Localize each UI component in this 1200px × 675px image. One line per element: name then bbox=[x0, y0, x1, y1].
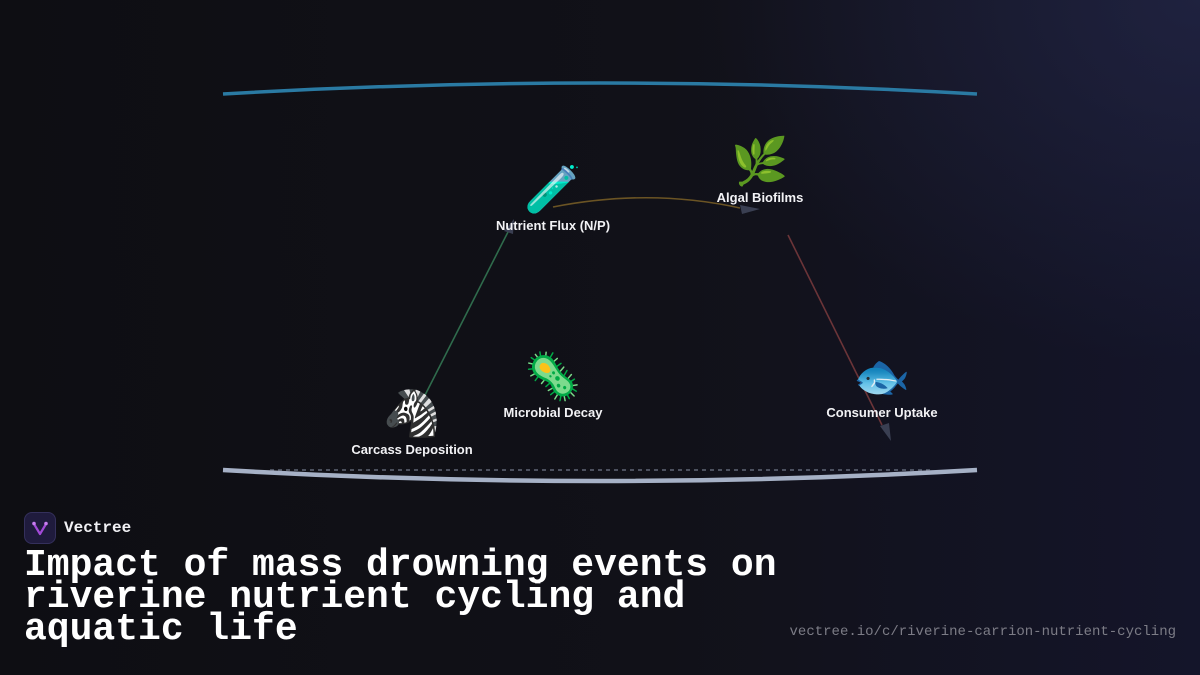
node-carcass-deposition: 🦓 Carcass Deposition bbox=[312, 386, 512, 457]
edge-algae-to-consumer bbox=[787, 234, 883, 426]
node-label: Nutrient Flux (N/P) bbox=[495, 218, 611, 233]
microbe-icon: 🦠 bbox=[524, 349, 582, 403]
herb-icon: 🌿 bbox=[731, 134, 789, 188]
zebra-icon: 🦓 bbox=[383, 386, 441, 440]
node-microbial-decay: 🦠 Microbial Decay bbox=[453, 349, 653, 420]
page-title: Impact of mass drowning events on riveri… bbox=[24, 544, 777, 651]
nutrient-cycle-diagram: 🦓 Carcass Deposition 🧪 Nutrient Flux (N/… bbox=[222, 81, 982, 484]
node-consumer-uptake: 🐟 Consumer Uptake bbox=[782, 349, 982, 420]
source-url[interactable]: vectree.io/c/riverine-carrion-nutrient-c… bbox=[789, 624, 1176, 640]
diagram-canvas bbox=[222, 81, 978, 484]
water-surface-line bbox=[222, 81, 978, 96]
fish-icon: 🐟 bbox=[853, 349, 911, 403]
riverbed-line bbox=[222, 467, 978, 484]
edge-carcass-to-nutrient-arrowhead bbox=[504, 219, 514, 234]
brand: Vectree bbox=[24, 512, 131, 544]
test-tube-icon: 🧪 bbox=[524, 162, 582, 216]
brand-name: Vectree bbox=[64, 519, 132, 537]
node-algal-biofilms: 🌿 Algal Biofilms bbox=[660, 134, 860, 205]
node-label: Algal Biofilms bbox=[716, 190, 804, 205]
node-label: Microbial Decay bbox=[503, 405, 603, 420]
edge-nutrient-to-algae bbox=[552, 196, 741, 209]
node-nutrient-flux: 🧪 Nutrient Flux (N/P) bbox=[453, 162, 653, 233]
edge-algae-to-consumer-arrowhead bbox=[880, 423, 891, 441]
node-label: Consumer Uptake bbox=[826, 405, 938, 420]
edge-carcass-to-nutrient bbox=[419, 227, 511, 406]
node-label: Carcass Deposition bbox=[351, 442, 473, 457]
edge-nutrient-to-algae-arrowhead bbox=[740, 205, 760, 214]
vectree-logo-icon bbox=[24, 512, 56, 544]
